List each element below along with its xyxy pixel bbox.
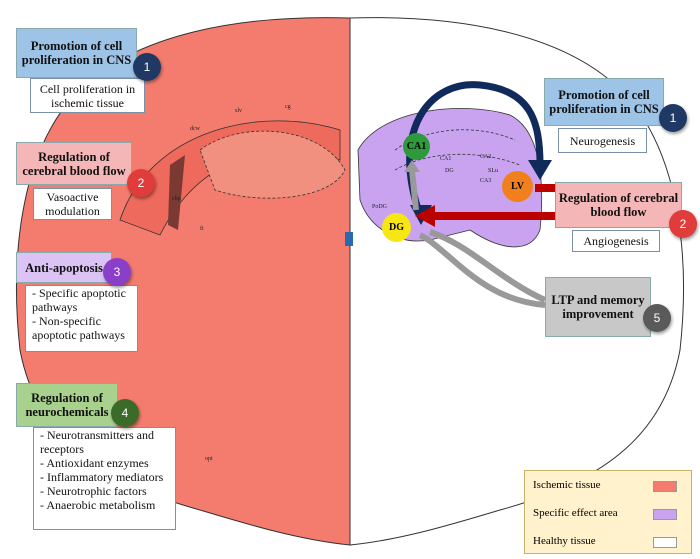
left-box-3-detail: - Specific apoptotic pathways - Non-spec… xyxy=(25,285,138,352)
legend-label-ischemic: Ischemic tissue xyxy=(533,479,601,491)
atlas-label: opt xyxy=(205,456,213,462)
choroid-plexus xyxy=(168,155,185,230)
badge-4: 4 xyxy=(111,399,139,427)
legend-swatch-ischemic xyxy=(653,481,677,492)
atlas-label: dcw xyxy=(190,126,201,132)
atlas-label: slv xyxy=(235,108,242,114)
left-box-2-title: Regulation of cerebral blood flow xyxy=(16,142,132,185)
right-box-2-title: Regulation of cerebral blood flow xyxy=(555,182,682,228)
legend-swatch-healthy xyxy=(653,537,677,548)
atlas-label: CA2 xyxy=(480,154,491,160)
atlas-label: fi xyxy=(200,225,204,232)
left-box-3-title: Anti-apoptosis xyxy=(16,252,112,283)
atlas-label: chp xyxy=(172,196,181,202)
detail-line: - Inflammatory mediators xyxy=(40,470,164,484)
left-box-2-detail: Vasoactive modulation xyxy=(33,188,112,220)
badge-1: 1 xyxy=(133,53,161,81)
atlas-label: cg xyxy=(285,104,291,110)
right-box-5-title: LTP and memory improvement xyxy=(545,277,651,337)
legend: Ischemic tissue Specific effect area Hea… xyxy=(524,470,692,554)
angiogenesis-arrow xyxy=(430,212,555,220)
right-box-1-detail: Neurogenesis xyxy=(558,128,647,153)
atlas-label: CA1 xyxy=(440,156,451,162)
detail-line: - Non-specific apoptotic pathways xyxy=(32,314,125,342)
detail-line: - Neurotransmitters and receptors xyxy=(40,428,154,456)
badge-2-right: 2 xyxy=(669,210,697,238)
right-box-2-detail: Angiogenesis xyxy=(572,230,660,252)
badge-2: 2 xyxy=(127,169,155,197)
badge-1-right: 1 xyxy=(659,104,687,132)
detail-line: - Specific apoptotic pathways xyxy=(32,286,126,314)
ltp-arrow xyxy=(418,229,547,308)
legend-label-healthy: Healthy tissue xyxy=(533,535,596,547)
left-box-1-title: Promotion of cell proliferation in CNS xyxy=(16,28,137,78)
left-box-4-detail: - Neurotransmitters and receptors - Anti… xyxy=(33,427,176,530)
region-lv: LV xyxy=(502,171,533,202)
legend-label-effect: Specific effect area xyxy=(533,507,618,519)
detail-line: - Antioxidant enzymes xyxy=(40,456,149,470)
left-box-4-title: Regulation of neurochemicals xyxy=(16,383,118,427)
detail-line: - Anaerobic metabolism xyxy=(40,498,156,512)
atlas-label: SLu xyxy=(488,168,498,174)
badge-5: 5 xyxy=(643,304,671,332)
region-dg: DG xyxy=(382,213,411,242)
legend-swatch-effect xyxy=(653,509,677,520)
hippocampus-left xyxy=(199,130,346,199)
left-box-1-detail: Cell proliferation in ischemic tissue xyxy=(30,78,145,113)
atlas-label: CA3 xyxy=(480,178,491,184)
detail-line: - Neurotrophic factors xyxy=(40,484,147,498)
atlas-label: PoDG xyxy=(372,204,388,210)
atlas-label: DG xyxy=(445,168,454,174)
midline-structure xyxy=(345,232,353,246)
badge-3: 3 xyxy=(103,258,131,286)
right-box-1-title: Promotion of cell proliferation in CNS xyxy=(544,78,664,126)
region-ca1: CA1 xyxy=(403,133,430,160)
